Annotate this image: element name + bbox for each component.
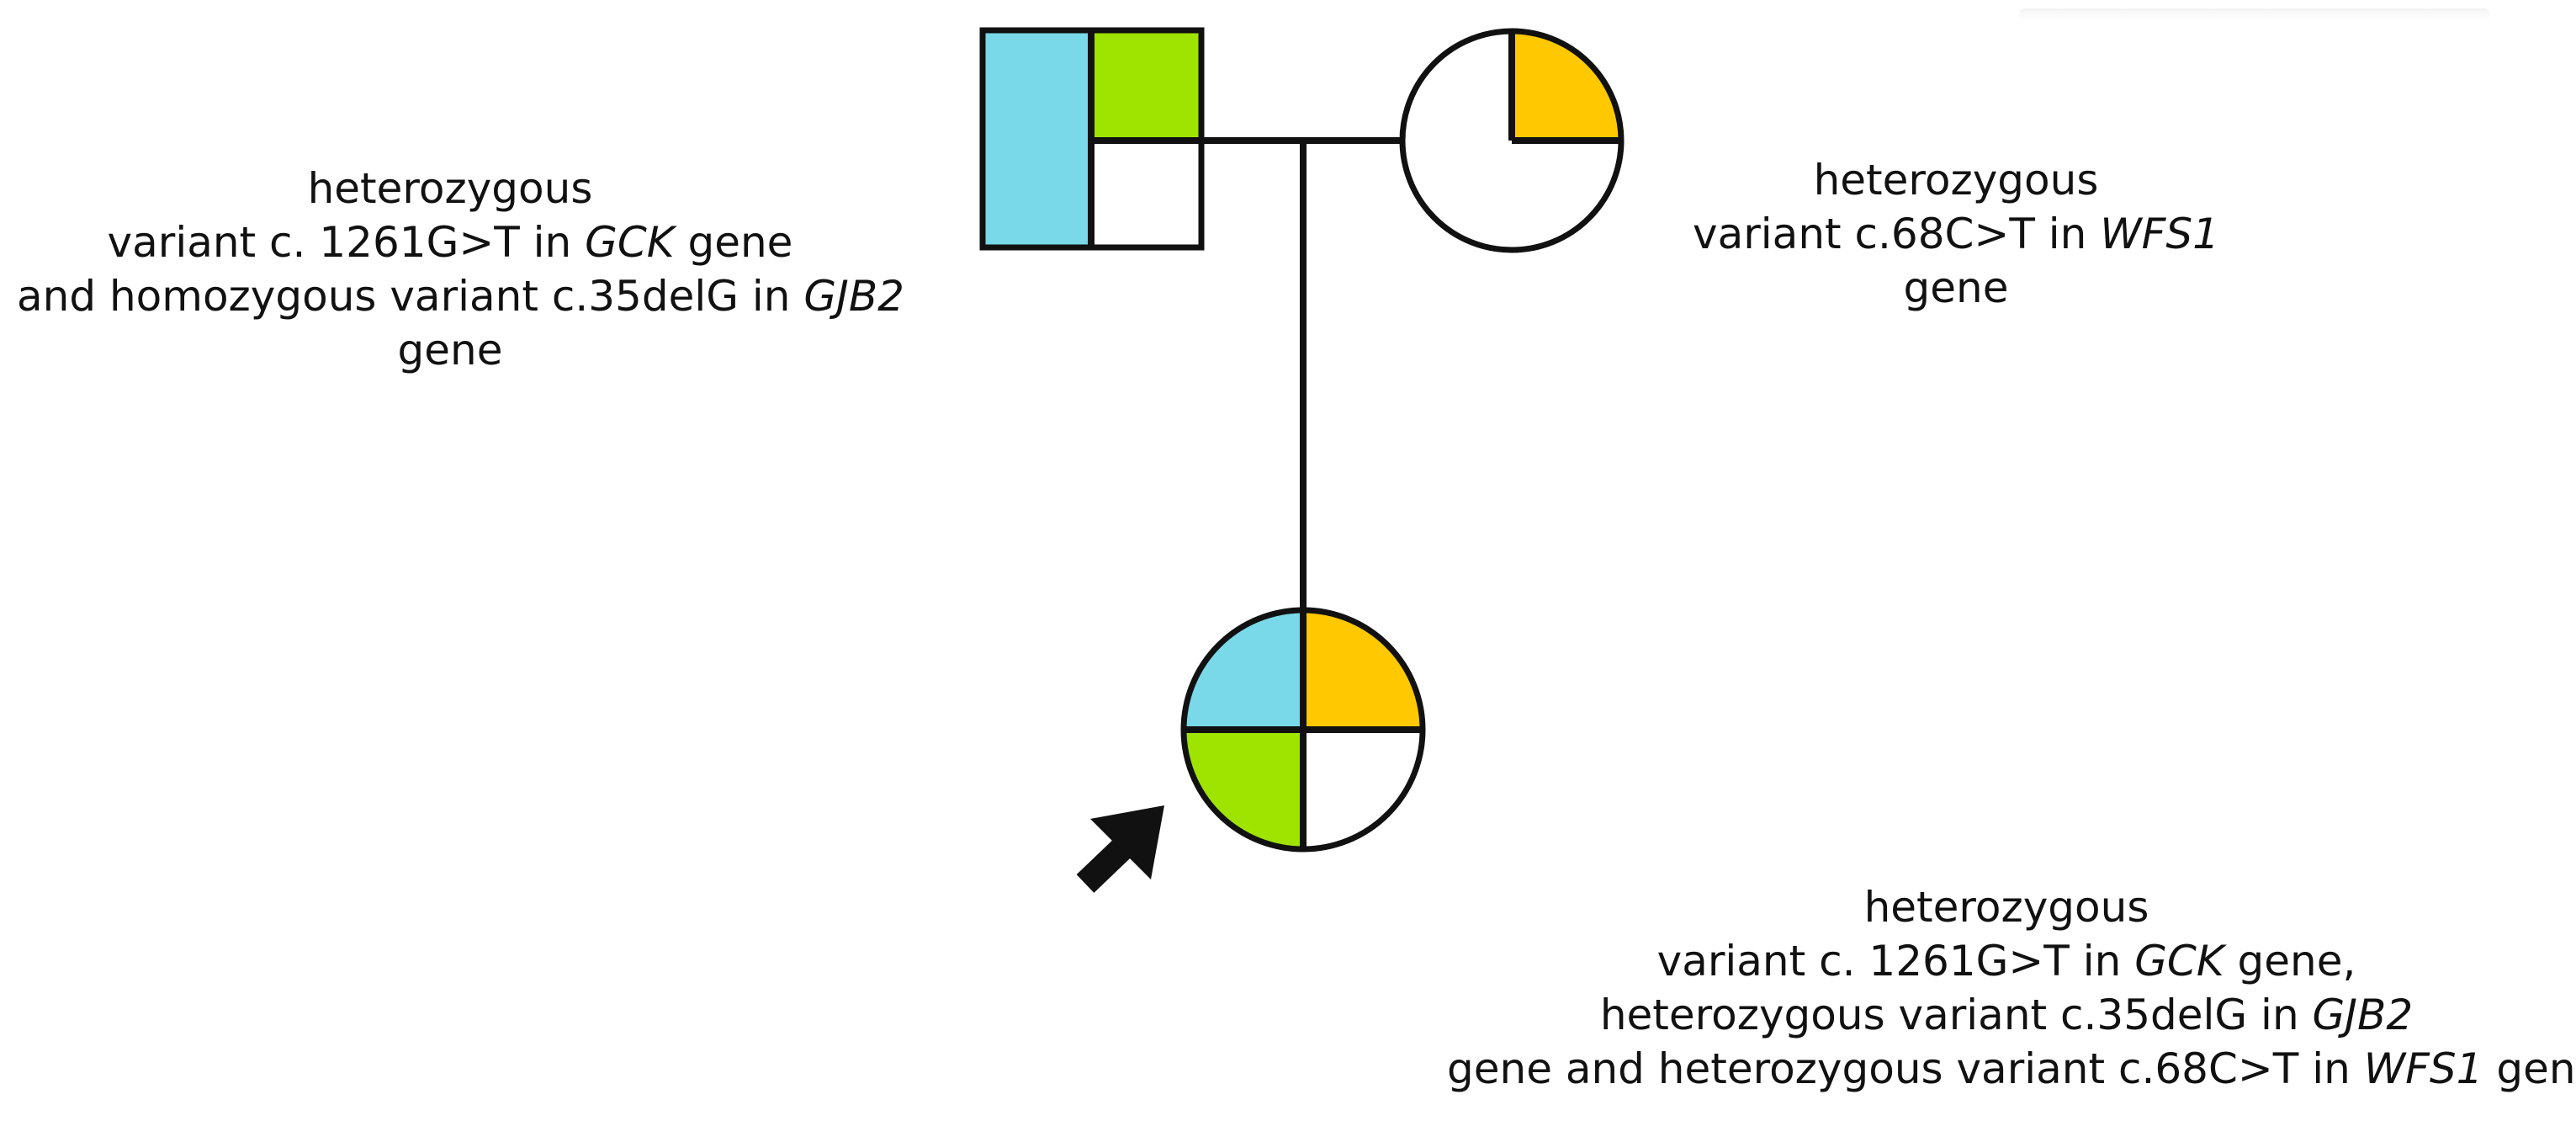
- mother-genotype-caption: heterozygous variant c.68C>T in WFS1 gen…: [1666, 153, 2246, 315]
- gene-name-gjb2: GJB2: [803, 272, 904, 321]
- father-empty-fill: [1091, 141, 1201, 247]
- mother-caption-line-1: heterozygous: [1813, 156, 2099, 205]
- gene-name-wfs1: WFS1: [2100, 210, 2219, 258]
- proband-symbol: [1180, 607, 1426, 853]
- father-square-outline: [979, 27, 1205, 251]
- father-caption-line-3: and homozygous variant c.35delG in GJB2: [17, 272, 904, 321]
- father-symbol: [979, 27, 1205, 251]
- top-right-shade: [2019, 8, 2490, 20]
- father-caption-line-2: variant c. 1261G>T in GCK gene: [107, 218, 793, 267]
- gene-name-wfs1: WFS1: [2363, 1044, 2483, 1093]
- father-gjb2-fill: [1091, 30, 1201, 141]
- gene-name-gck: GCK: [585, 218, 675, 267]
- gene-name-gck: GCK: [2134, 937, 2224, 986]
- mother-symbol: [1399, 28, 1625, 253]
- mother-circle-outline: [1399, 28, 1625, 253]
- father-caption-line-4: gene: [397, 326, 503, 375]
- mother-caption-line-2: variant c.68C>T in WFS1: [1693, 210, 2219, 258]
- proband-caption-line-2: variant c. 1261G>T in GCK gene,: [1656, 937, 2356, 986]
- proband-caption-line-4: gene and heterozygous variant c.68C>T in…: [1447, 1044, 2576, 1093]
- gene-name-gjb2: GJB2: [2312, 991, 2414, 1039]
- father-genotype-caption: heterozygous variant c. 1261G>T in GCK g…: [17, 162, 904, 377]
- father-caption-line-1: heterozygous: [307, 164, 593, 213]
- proband-caption-line-1: heterozygous: [1863, 883, 2149, 932]
- proband-circle-outline: [1180, 607, 1426, 853]
- proband-arrow-icon: [1076, 805, 1164, 893]
- proband-gck-fill: [1184, 610, 1303, 730]
- father-gck-fill: [983, 30, 1091, 247]
- proband-genotype-caption: heterozygous variant c. 1261G>T in GCK g…: [1447, 880, 2576, 1096]
- proband-caption-line-3: heterozygous variant c.35delG in GJB2: [1599, 991, 2414, 1039]
- proband-gjb2-fill: [1184, 730, 1303, 849]
- mother-wfs1-fill: [1512, 31, 1621, 141]
- proband-wfs1-fill: [1303, 610, 1423, 730]
- mother-caption-line-3: gene: [1903, 263, 2009, 312]
